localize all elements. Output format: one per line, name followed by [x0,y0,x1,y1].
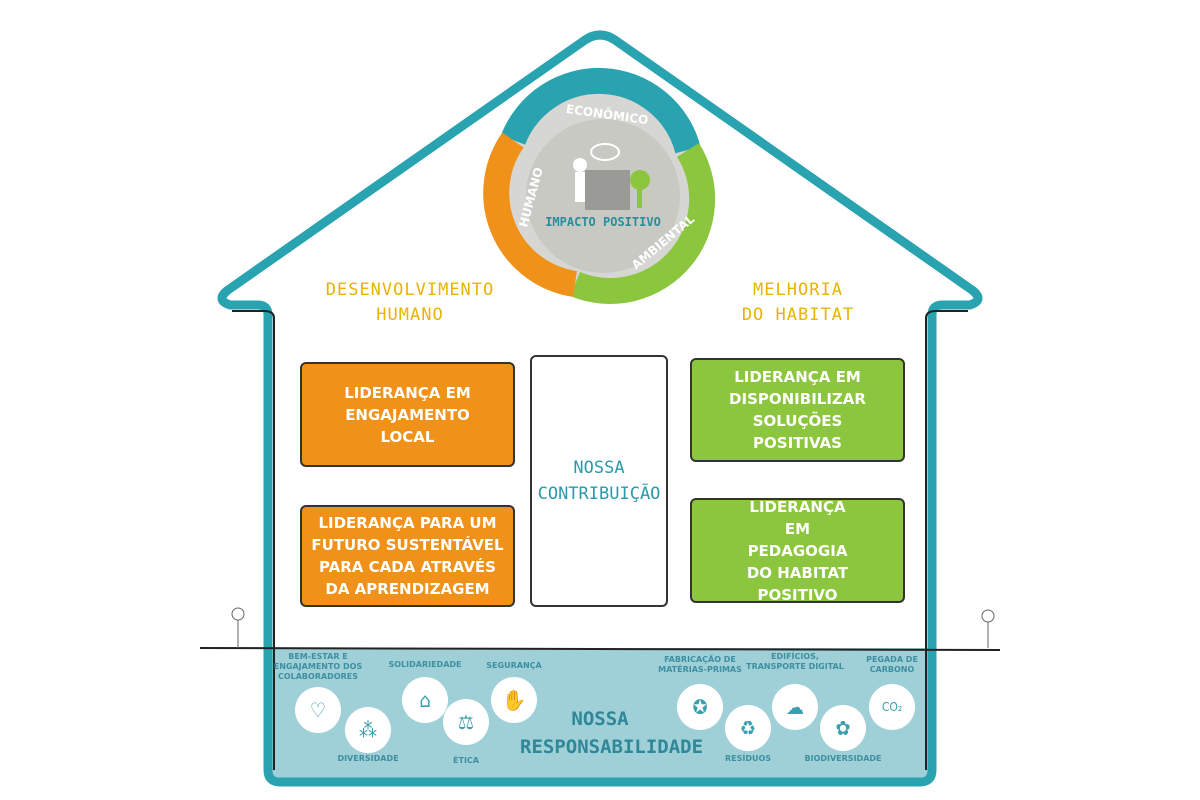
raw-materials-icon: ✪ [677,684,723,730]
box-solucoes-positivas: LIDERANÇA EM DISPONIBILIZAR SOLUÇÕES POS… [690,358,905,462]
caption-seguranca: SEGURANÇA [486,661,542,670]
waste-icon: ♻ [725,705,771,751]
safety-icon: ✋ [491,677,537,723]
buildings-transport-icon: ☁ [772,684,818,730]
box-engajamento-local: LIDERANÇA EM ENGAJAMENTO LOCAL [300,362,515,467]
ethics-scale-icon: ⚖ [443,699,489,745]
wellbeing-icon: ♡ [295,687,341,733]
caption-biodiversidade: BIODIVERSIDADE [804,754,882,763]
pillar-right-line1: MELHORIA [753,280,843,300]
caption-bem-estar: BEM-ESTAR E ENGAJAMENTO DOS COLABORADORE… [273,652,363,681]
solidarity-icon: ⌂ [402,677,448,723]
pillar-left-line1: DESENVOLVIMENTO [325,280,495,300]
flower-left-icon [231,607,245,648]
caption-residuos: RESÍDUOS [724,754,772,763]
pillar-left-line2: HUMANO [376,305,444,325]
flower-right-icon [981,609,995,648]
caption-edificios: EDIFÍCIOS, TRANSPORTE DIGITAL [746,652,844,671]
caption-diversidade: DIVERSIDADE [337,754,399,763]
caption-etica: ÉTICA [453,756,479,765]
caption-solidariedade: SOLIDARIEDADE [388,660,462,669]
logo-center-text: IMPACTO POSITIVO [545,215,661,229]
impact-logo [483,67,716,304]
box-futuro-sustentavel: LIDERANÇA PARA UM FUTURO SUSTENTÁVEL PAR… [300,505,515,607]
biodiversity-icon: ✿ [820,705,866,751]
nossa-responsabilidade-title: NOSSA RESPONSABILIDADE [520,705,704,761]
box-pedagogia-habitat: LIDERANÇA EM PEDAGOGIA DO HABITAT POSITI… [690,498,905,604]
box-nossa-contribuicao: NOSSA CONTRIBUIÇÃO [530,355,668,607]
resp-line1: NOSSA [571,708,629,730]
caption-pegada: PEGADA DE CARBONO [866,655,918,674]
resp-line2: RESPONSABILIDADE [520,736,704,758]
caption-fabricacao: FABRICAÇÃO DE MATÉRIAS-PRIMAS [658,655,742,674]
carbon-co2-icon: CO₂ [869,684,915,730]
pillar-right-title: MELHORIA DO HABITAT [718,278,878,328]
pillar-right-line2: DO HABITAT [741,305,855,325]
pillar-left-title: DESENVOLVIMENTO HUMANO [320,278,500,328]
diversity-icon: ⁂ [345,707,391,753]
